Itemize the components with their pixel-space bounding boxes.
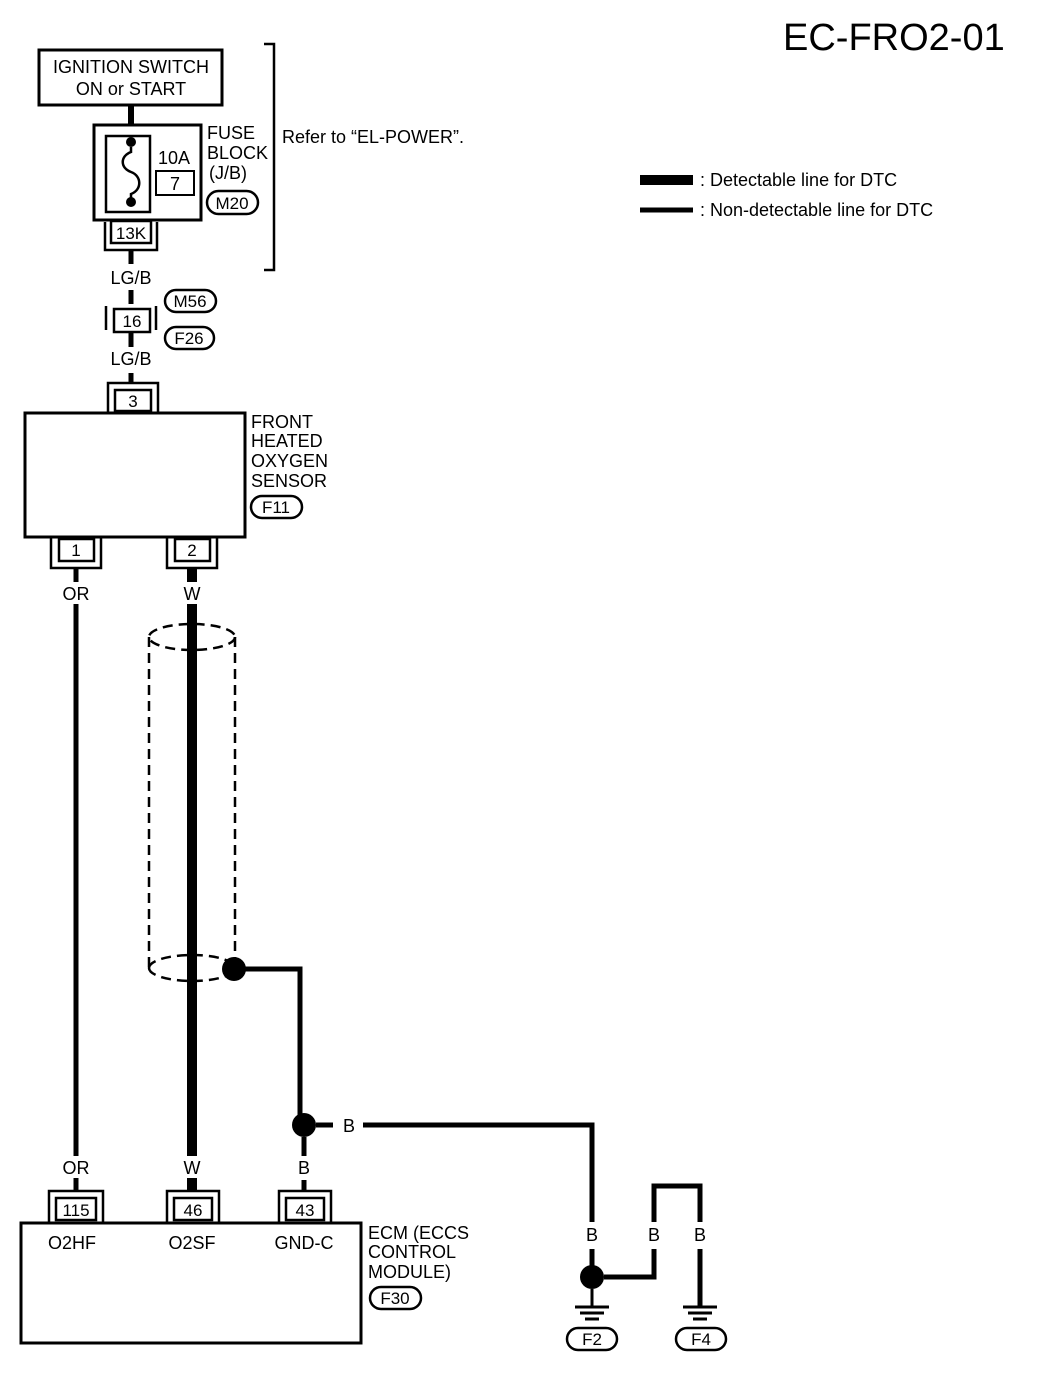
fuse-top-node xyxy=(126,137,136,147)
wire-or-bottom-label: OR xyxy=(63,1158,90,1178)
ground-f2-pill xyxy=(565,1326,619,1352)
ground-f2: F2 xyxy=(582,1330,602,1349)
sensor-name-2: HEATED xyxy=(251,431,323,451)
wire-b-jumper-1 xyxy=(604,1249,657,1280)
ground-junction-node xyxy=(292,1113,316,1137)
wire-or-bottom-mask xyxy=(56,1156,96,1178)
ignition-switch-line2: ON or START xyxy=(76,79,186,99)
sensor-name-3: OXYGEN xyxy=(251,451,328,471)
ecm-name-3: MODULE) xyxy=(368,1262,451,1282)
connector-m56: M56 xyxy=(173,292,206,311)
terminal-16: 16 xyxy=(123,312,142,331)
wire-lgb-lower-mask xyxy=(100,347,162,369)
terminal-13k-box xyxy=(109,219,153,245)
connector-m20-pill xyxy=(205,189,260,216)
wire-lgb-upper-mask xyxy=(100,266,162,288)
ecm-pin-o2hf: O2HF xyxy=(48,1233,96,1253)
wire-or-top-mask xyxy=(56,582,96,604)
fuse-block-name-2: BLOCK xyxy=(207,143,268,163)
ground-f4: F4 xyxy=(691,1330,711,1349)
refer-bracket xyxy=(264,42,276,272)
wire-b-f2-label: B xyxy=(586,1225,598,1245)
terminal-3-bracket xyxy=(106,381,160,412)
ecm-name-2: CONTROL xyxy=(368,1242,456,1262)
fuse-block-inner xyxy=(104,134,152,214)
terminal-46: 46 xyxy=(184,1201,203,1220)
wire-lgb-upper-label: LG/B xyxy=(110,268,151,288)
ground-f4-pill xyxy=(674,1326,728,1352)
wire-b-jumper-top xyxy=(651,1183,703,1222)
terminal-16-bracket xyxy=(104,306,158,330)
ecm-pin-o2sf: O2SF xyxy=(168,1233,215,1253)
connector-m56-pill xyxy=(163,288,218,314)
ecm-name-1: ECM (ECCS xyxy=(368,1223,469,1243)
fuse-icon xyxy=(121,147,141,199)
terminal-43-box xyxy=(284,1196,326,1222)
terminal-43: 43 xyxy=(296,1201,315,1220)
terminal-43-bracket xyxy=(277,1189,333,1222)
ground-f2-node xyxy=(580,1265,604,1289)
terminal-2-box xyxy=(173,537,212,563)
wire-w-bottom-label: W xyxy=(184,1158,201,1178)
connector-f26-pill xyxy=(163,325,216,351)
sensor-name-1: FRONT xyxy=(251,412,313,432)
refer-note: Refer to “EL-POWER”. xyxy=(282,127,464,147)
legend-detectable: : Detectable line for DTC xyxy=(700,170,897,190)
ecm-pin-gndc: GND-C xyxy=(275,1233,334,1253)
fuse-number-box xyxy=(155,170,195,196)
terminal-3-box xyxy=(113,388,153,413)
fuse-block-name-3: (J/B) xyxy=(209,163,247,183)
wire-b-jumper-1-label: B xyxy=(648,1225,660,1245)
terminal-46-bracket xyxy=(165,1189,221,1222)
wire-b-jumper-2-label: B xyxy=(694,1225,706,1245)
terminal-1: 1 xyxy=(71,541,80,560)
fuse-block-outer xyxy=(92,123,203,222)
front-heated-oxygen-sensor xyxy=(23,411,247,539)
wire-shield-drain xyxy=(234,966,303,1120)
ignition-switch-line1: IGNITION SWITCH xyxy=(53,57,209,77)
fuse-rating: 10A xyxy=(158,148,190,168)
wire-b-right-2 xyxy=(363,1122,595,1222)
connector-f11-pill xyxy=(249,494,304,520)
terminal-1-box xyxy=(57,537,96,563)
ecm-box xyxy=(19,1221,363,1345)
fuse-number: 7 xyxy=(170,174,180,194)
terminal-13k: 13K xyxy=(116,224,147,243)
wire-w-top-mask xyxy=(178,582,208,604)
connector-f26: F26 xyxy=(174,329,203,348)
fuse-bottom-node xyxy=(126,197,136,207)
sensor-name-4: SENSOR xyxy=(251,471,327,491)
wire-w-bottom-mask xyxy=(178,1156,208,1178)
page-id: EC-FRO2-01 xyxy=(783,17,1005,59)
terminal-2: 2 xyxy=(187,541,196,560)
wire-w-top-label: W xyxy=(184,584,201,604)
terminal-115-box xyxy=(54,1196,98,1222)
terminal-46-box xyxy=(172,1196,214,1222)
wire-lgb-lower-label: LG/B xyxy=(110,349,151,369)
wire-or-top-label: OR xyxy=(63,584,90,604)
terminal-115: 115 xyxy=(62,1201,89,1220)
legend-nondetectable: : Non-detectable line for DTC xyxy=(700,200,933,220)
ground-f4-icon xyxy=(683,1305,717,1321)
connector-f30: F30 xyxy=(380,1289,409,1308)
ground-f2-icon xyxy=(575,1305,609,1321)
fuse-block-name-1: FUSE xyxy=(207,123,255,143)
wire-b-right-label: B xyxy=(343,1116,355,1136)
connector-f11: F11 xyxy=(262,498,290,517)
connector-m20: M20 xyxy=(215,194,248,213)
terminal-3: 3 xyxy=(128,392,137,411)
connector-f30-pill xyxy=(368,1285,423,1311)
terminal-115-bracket xyxy=(47,1189,105,1222)
terminal-16-box xyxy=(112,307,152,334)
wire-b-ecm-label: B xyxy=(298,1158,310,1178)
